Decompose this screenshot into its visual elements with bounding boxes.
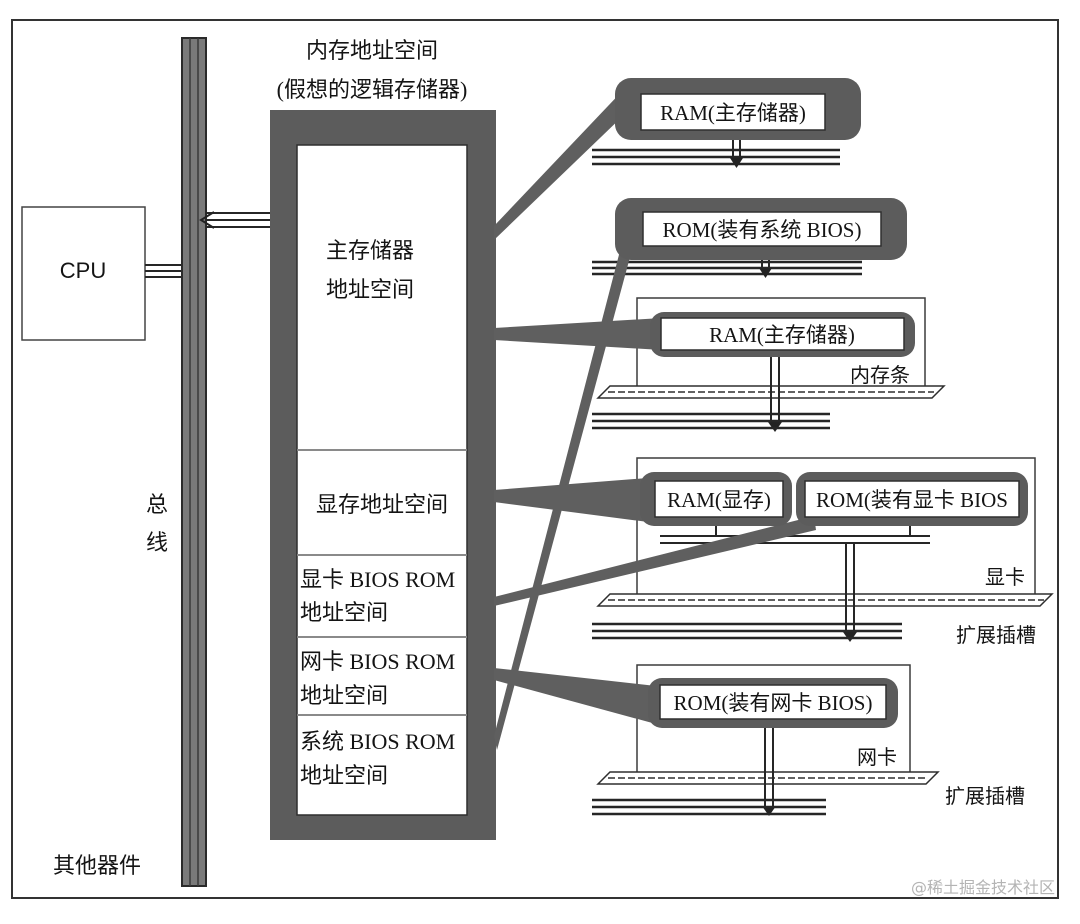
video-card-label: 显卡 xyxy=(985,566,1025,589)
ram-main-chip: RAM(主存储器) xyxy=(615,78,861,140)
bus-label-2: 线 xyxy=(146,530,168,555)
cpu-box: CPU xyxy=(21,206,146,341)
section-video-bios-line1: 显卡 BIOS ROM xyxy=(300,567,455,592)
video-rom-chip: ROM(装有显卡 BIOS xyxy=(796,472,1028,526)
cpu-bus-connector xyxy=(145,264,184,278)
section-nic-bios-line2: 地址空间 xyxy=(300,683,388,708)
memory-module-chip: RAM(主存储器) xyxy=(650,312,915,357)
ram-main-label: RAM(主存储器) xyxy=(660,101,806,125)
memory-space-subtitle: (假想的逻辑存储器) xyxy=(277,77,468,102)
address-mapping-lines xyxy=(494,86,816,750)
map-nic-bios-to-rom xyxy=(494,668,656,724)
arrow-down-icon xyxy=(730,158,743,168)
memory-module-chip-label: RAM(主存储器) xyxy=(709,323,855,347)
section-system-bios-line1: 系统 BIOS ROM xyxy=(300,729,455,754)
rom-system-bios-chip: ROM(装有系统 BIOS) xyxy=(615,198,907,260)
video-card-slot-label: 扩展插槽 xyxy=(956,624,1036,647)
network-rom-chip: ROM(装有网卡 BIOS) xyxy=(648,678,898,728)
section-main-memory-line1: 主存储器 xyxy=(326,238,414,263)
section-system-bios-line2: 地址空间 xyxy=(300,763,388,788)
map-main-to-memory-module xyxy=(494,318,662,350)
map-video-memory-to-vram xyxy=(494,478,648,522)
rom-system-bus xyxy=(592,246,862,278)
section-main-memory-line2: 地址空间 xyxy=(326,277,414,302)
network-card-label: 网卡 xyxy=(857,746,897,769)
ram-main-bus xyxy=(592,130,840,168)
network-rom-label: ROM(装有网卡 BIOS) xyxy=(674,691,873,715)
section-nic-bios-line1: 网卡 BIOS ROM xyxy=(300,649,455,674)
network-card-slot-label: 扩展插槽 xyxy=(945,785,1025,808)
section-video-memory: 显存地址空间 xyxy=(316,492,448,517)
map-main-to-ram xyxy=(494,86,627,240)
cpu-label: CPU xyxy=(60,258,106,283)
watermark: @稀土掘金技术社区 xyxy=(911,878,1055,897)
rom-system-bios-label: ROM(装有系统 BIOS) xyxy=(663,218,862,242)
system-bus xyxy=(181,37,207,887)
arrow-down-icon xyxy=(759,268,772,278)
memory-address-space-block: 主存储器 地址空间 显存地址空间 显卡 BIOS ROM 地址空间 网卡 BIO… xyxy=(270,110,496,840)
map-video-bios-to-rom xyxy=(494,516,816,606)
memory-module-label: 内存条 xyxy=(850,364,910,387)
video-rom-label: ROM(装有显卡 BIOS xyxy=(816,488,1008,512)
arrow-left-icon xyxy=(199,211,215,229)
bus-memory-connector xyxy=(199,211,272,229)
arrow-down-icon xyxy=(762,806,776,816)
section-video-bios-line2: 地址空间 xyxy=(300,600,388,625)
video-ram-label: RAM(显存) xyxy=(667,488,771,512)
bus-label-1: 总 xyxy=(146,492,168,517)
other-devices-label: 其他器件 xyxy=(53,853,141,878)
memory-space-title: 内存地址空间 xyxy=(306,38,438,63)
video-ram-chip: RAM(显存) xyxy=(640,472,792,526)
